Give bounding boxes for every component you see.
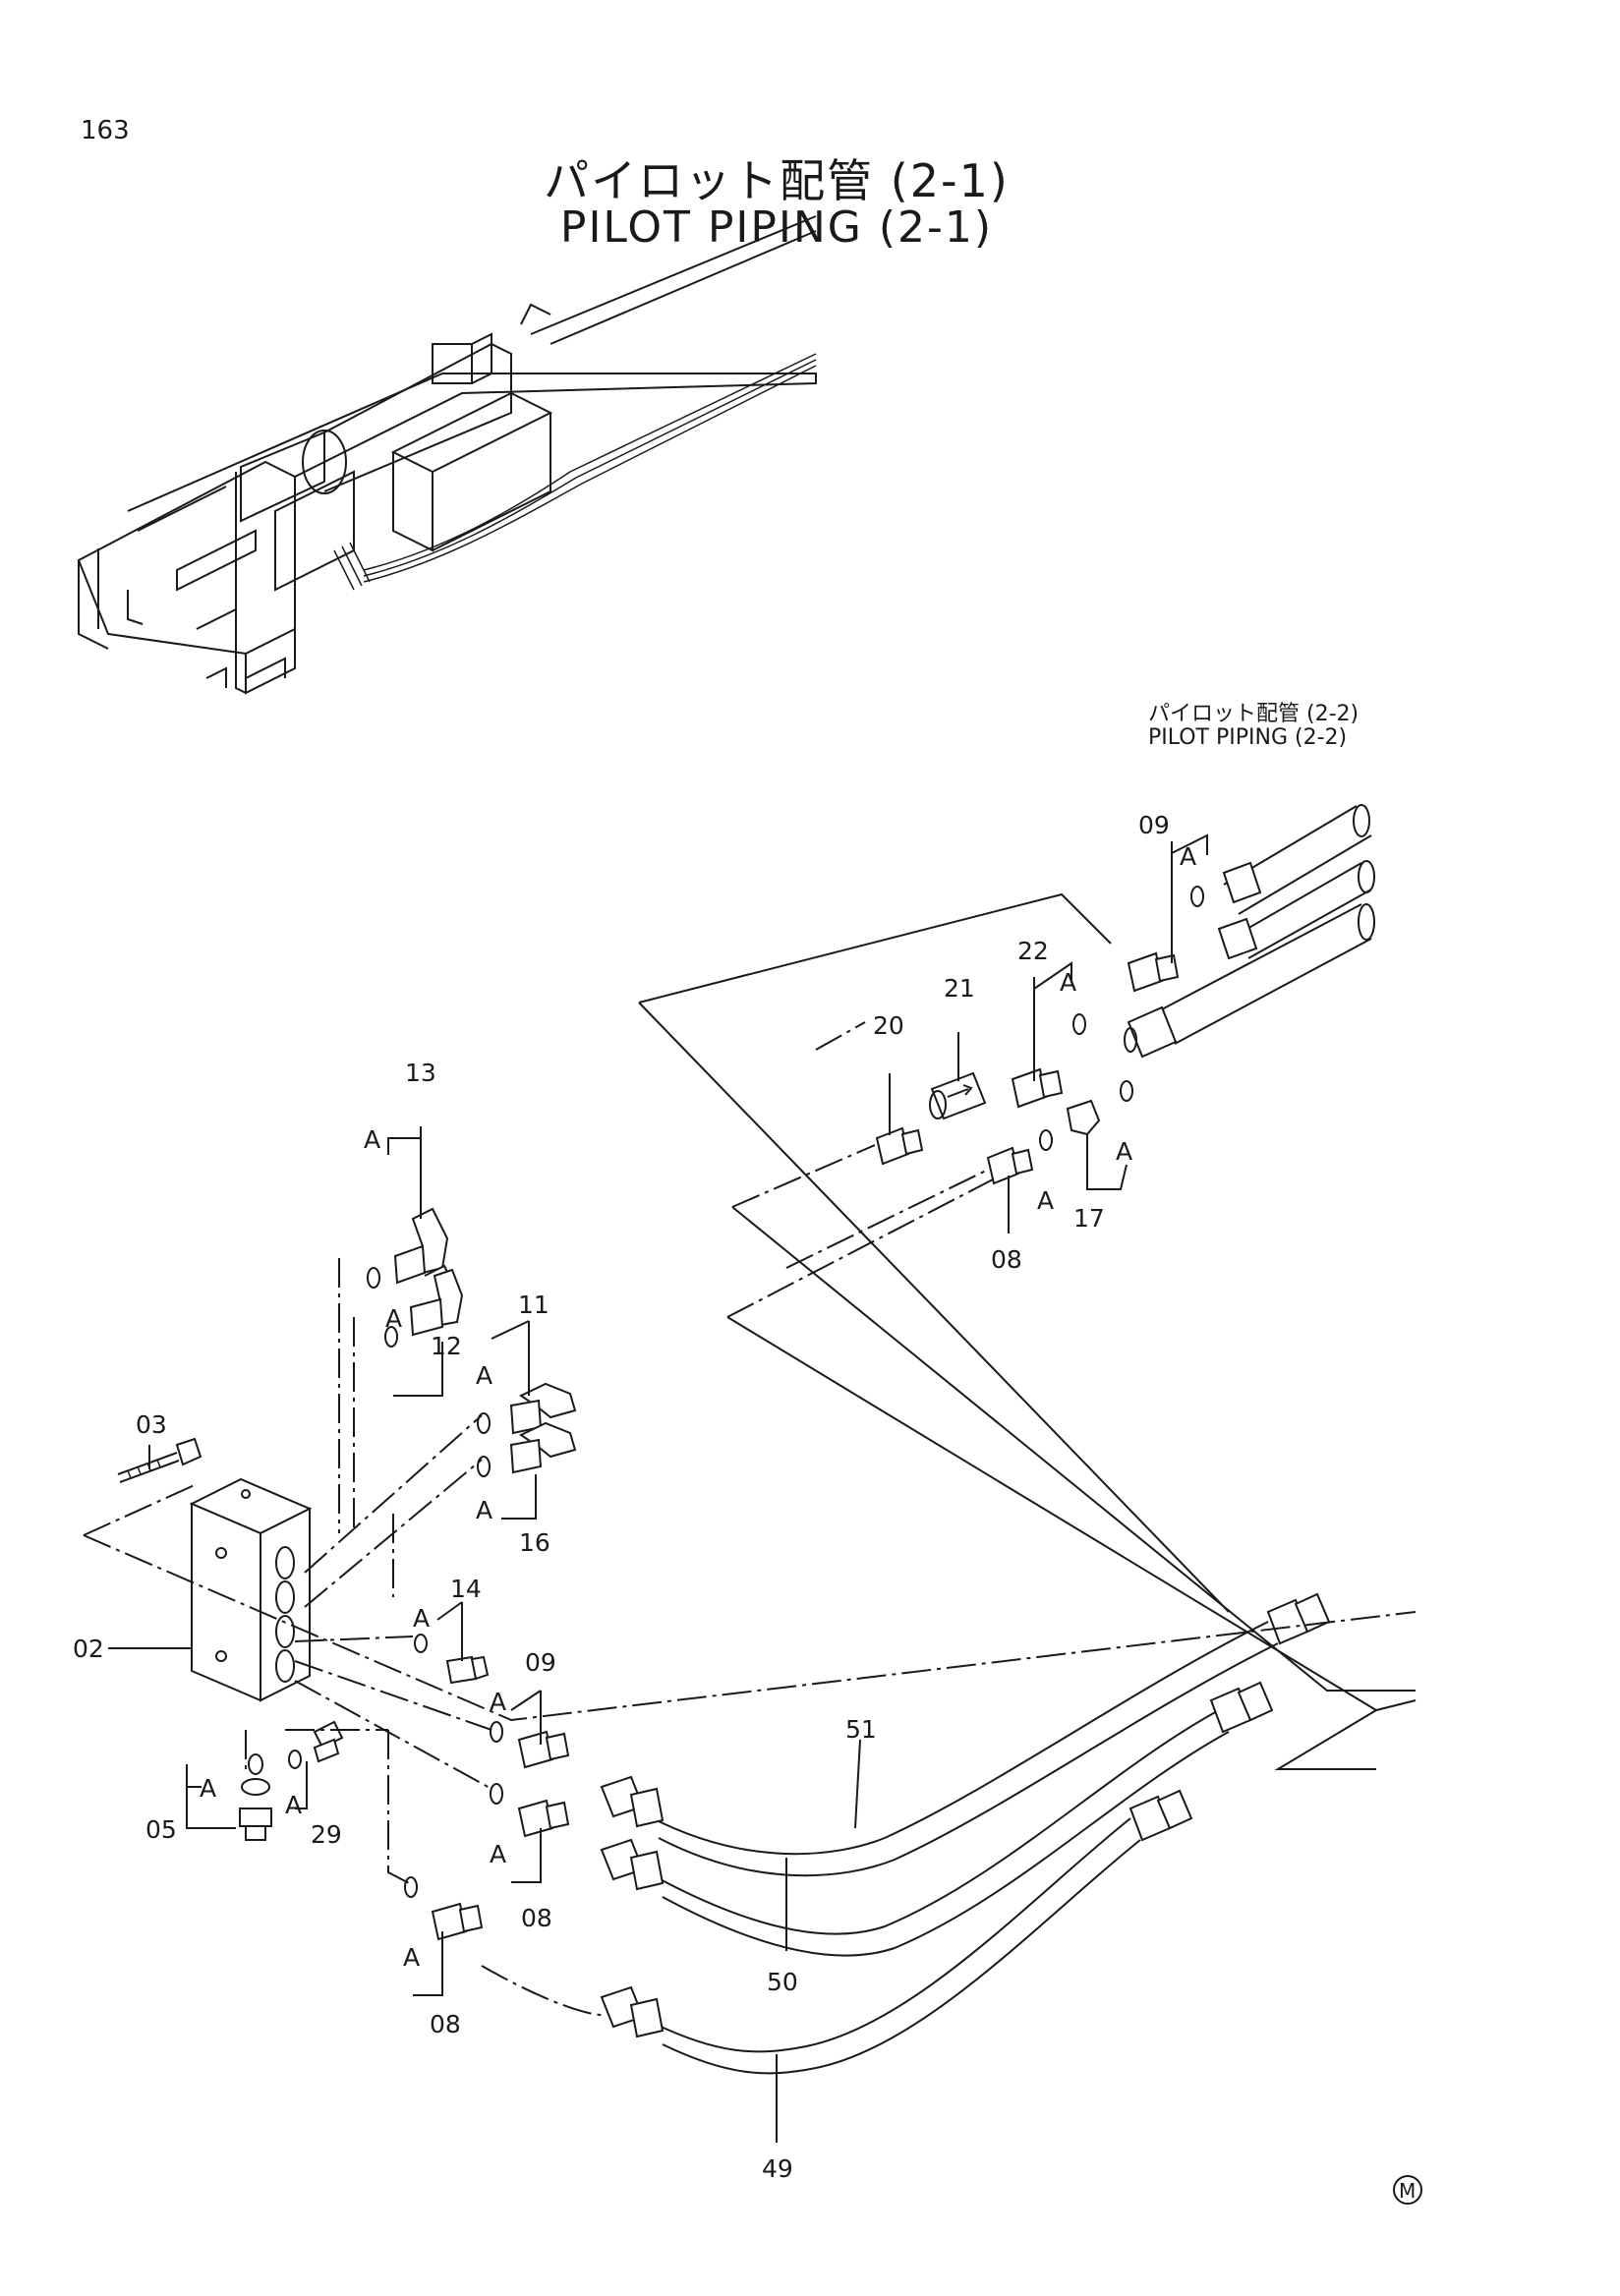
reference-japanese: パイロット配管 (2-2): [1148, 702, 1360, 726]
label-09-lower: 09: [525, 1648, 556, 1677]
label-08-lower: 08: [430, 2010, 461, 2038]
label-03: 03: [136, 1410, 167, 1439]
bolt-03: [117, 1437, 202, 1483]
label-11: 11: [518, 1291, 550, 1319]
label-49: 49: [762, 2154, 793, 2183]
fitting-17: [1066, 1080, 1133, 1136]
a-label: A: [490, 1688, 506, 1716]
elbow-fitting-16: [477, 1421, 577, 1477]
label-02: 02: [73, 1635, 104, 1663]
page-number: 163: [81, 116, 130, 145]
plug-29: [288, 1720, 344, 1769]
a-label: A: [1060, 968, 1076, 997]
label-21: 21: [944, 974, 975, 1003]
fitting-09-lower: [490, 1721, 570, 1769]
assembly-lines: [83, 892, 1417, 2016]
page-title-japanese: パイロット配管 (2-1): [544, 154, 1010, 207]
a-label: A: [364, 1125, 380, 1154]
a-label: A: [385, 1304, 402, 1333]
machine-overview-illustration: [77, 215, 817, 695]
a-label: A: [1037, 1186, 1054, 1215]
a-label: A: [285, 1791, 302, 1819]
hose-49: [600, 1789, 1193, 2075]
a-label: A: [200, 1774, 216, 1803]
fitting-14: [414, 1634, 490, 1685]
valve-block-02: [189, 1477, 313, 1702]
hose-50: [600, 1681, 1274, 1957]
label-12: 12: [431, 1332, 462, 1360]
label-20: 20: [873, 1011, 904, 1040]
pipe-ends-upper-right: [1124, 804, 1375, 1059]
part-labels: 13 12 11 16 14 09 08 08 29 05 02 03 09 2…: [73, 811, 1170, 2183]
label-09-upper: 09: [1138, 811, 1170, 839]
circled-m-mark: M: [1393, 2175, 1422, 2205]
fitting-09-upper: [1127, 886, 1204, 993]
a-callouts: A A A A A A A A A A A A A A: [200, 842, 1196, 1972]
fitting-08-upper: [986, 1129, 1053, 1185]
fitting-08-lower: [404, 1876, 484, 1941]
label-08-upper: 08: [991, 1245, 1022, 1274]
label-14: 14: [450, 1575, 482, 1603]
plug-05: [239, 1753, 272, 1841]
label-17: 17: [1073, 1204, 1105, 1233]
a-label: A: [490, 1840, 506, 1868]
label-29: 29: [311, 1820, 342, 1849]
a-label: A: [413, 1604, 430, 1633]
elbow-fitting-12: [384, 1264, 464, 1348]
a-label: A: [476, 1361, 492, 1390]
label-16: 16: [519, 1528, 550, 1557]
hose-51: [600, 1592, 1331, 1877]
leader-lines: [108, 833, 1208, 2143]
label-05: 05: [145, 1815, 177, 1844]
fitting-20: [875, 1126, 924, 1166]
reference-english: PILOT PIPING (2-2): [1148, 725, 1348, 750]
mark-letter: M: [1399, 2179, 1416, 2203]
fitting-22: [1011, 1013, 1086, 1109]
label-50: 50: [767, 1968, 798, 1996]
a-label: A: [1116, 1137, 1132, 1166]
label-51: 51: [845, 1715, 877, 1744]
a-label: A: [403, 1943, 420, 1972]
page-title-english: PILOT PIPING (2-1): [559, 202, 994, 253]
a-label: A: [476, 1496, 492, 1524]
label-22: 22: [1017, 937, 1049, 965]
label-08-middle: 08: [521, 1904, 552, 1932]
a-label: A: [1180, 842, 1196, 871]
elbow-fitting-11: [477, 1382, 577, 1435]
label-13: 13: [405, 1059, 436, 1087]
fitting-08-middle: [490, 1783, 570, 1838]
